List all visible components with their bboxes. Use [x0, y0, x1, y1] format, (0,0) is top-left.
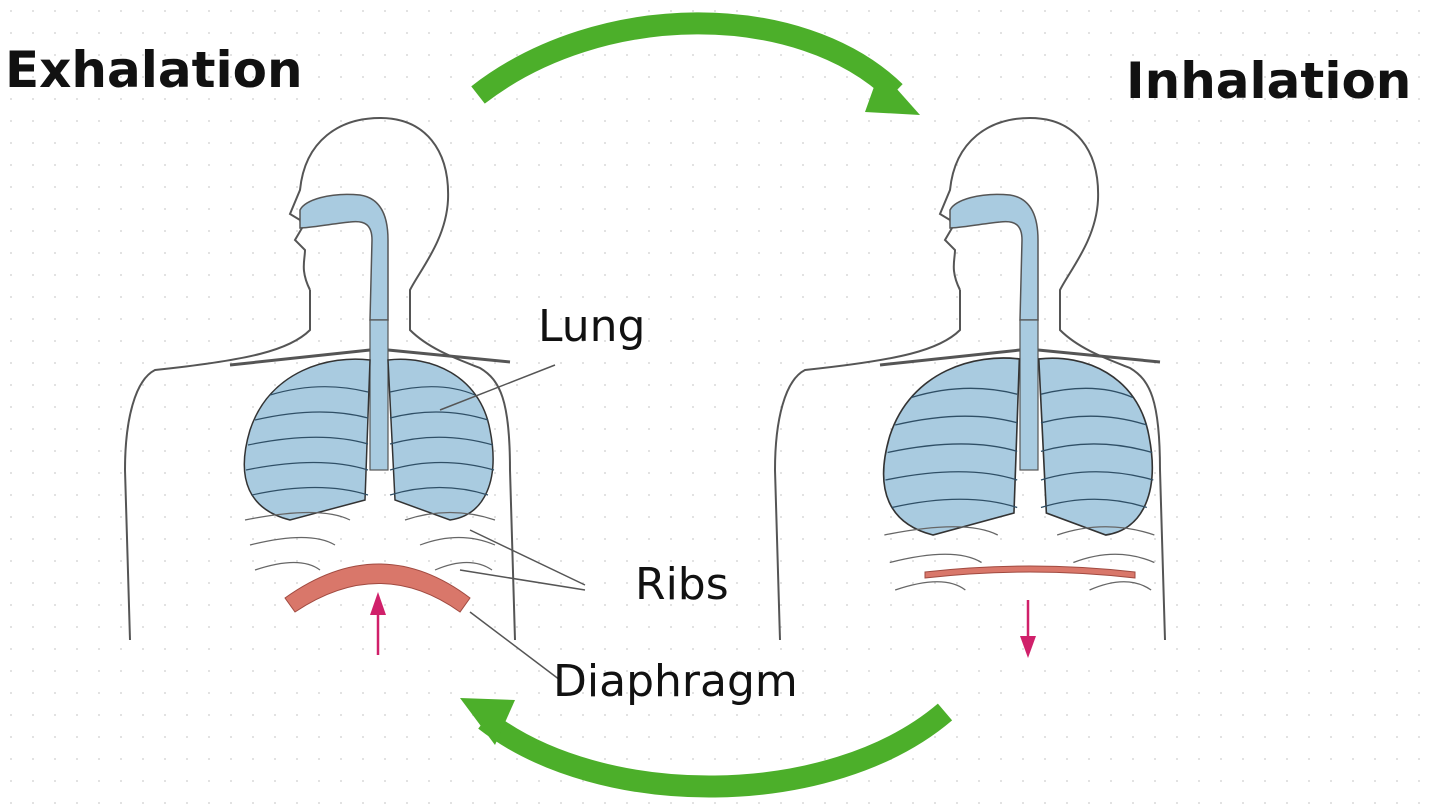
cycle-arrow-bottom-head [460, 698, 515, 745]
exhalation-title: Exhalation [5, 41, 303, 99]
exhalation-figure [123, 116, 517, 655]
cycle-arrow-bottom [478, 703, 953, 798]
leader-lines [439, 364, 586, 681]
cycle-arrow-top [471, 12, 903, 104]
diaphragm-flat [924, 565, 1136, 579]
diaphragm-label: Diaphragm [553, 656, 798, 707]
diaphragm-raised [284, 563, 471, 613]
inhalation-figure [773, 116, 1167, 658]
lung-label: Lung [538, 301, 646, 352]
cycle-arrow-top-head [865, 70, 920, 115]
inhalation-title: Inhalation [1126, 52, 1412, 110]
ribs-label: Ribs [635, 559, 729, 610]
